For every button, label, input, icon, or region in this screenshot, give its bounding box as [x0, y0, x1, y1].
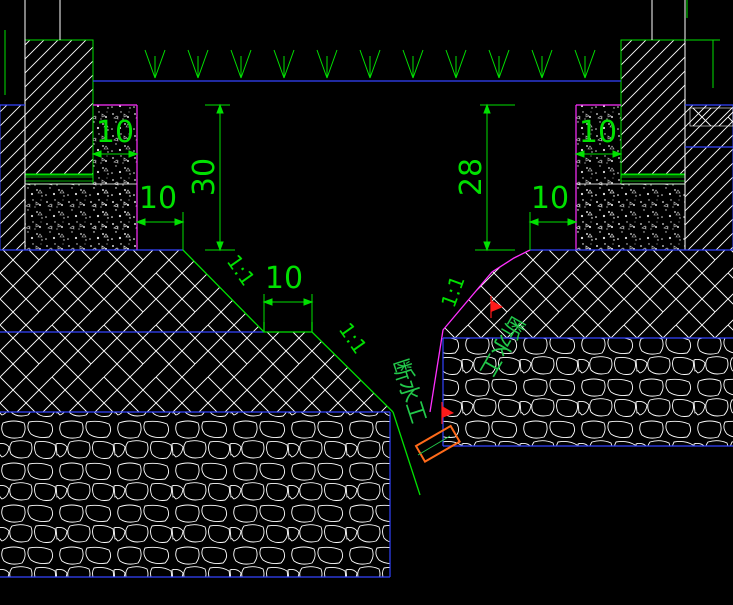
dim-left-offset: 10 — [139, 181, 177, 216]
grass-symbol — [531, 49, 553, 79]
grass-symbol — [488, 49, 510, 79]
boundary-lines — [0, 80, 733, 578]
grass-symbol — [316, 49, 338, 79]
grass-symbol — [144, 49, 166, 79]
dim-left-wall: 10 — [96, 115, 134, 150]
slope-label-left-upper: 1:1 — [222, 250, 260, 290]
dim-right-wall: 10 — [579, 115, 617, 150]
red-flag-icon — [490, 296, 503, 318]
note-left-slope: 断水工 — [386, 356, 430, 427]
highlight-box — [414, 424, 462, 463]
grass-symbol — [402, 49, 424, 79]
channel-profile — [182, 249, 531, 496]
dimension-lines — [91, 39, 720, 325]
red-flag-icon — [441, 402, 454, 424]
grass-symbol — [187, 49, 209, 79]
grass-symbol — [230, 49, 252, 79]
herringbone-soil — [0, 250, 733, 412]
gravel-right — [443, 338, 733, 446]
right-wall — [575, 0, 733, 251]
grass-symbol — [273, 49, 295, 79]
grass-symbol — [445, 49, 467, 79]
grass-symbol — [574, 49, 596, 79]
slope-label-left-lower: 1:1 — [334, 318, 372, 358]
grass-symbols — [144, 49, 596, 79]
dim-right-offset: 10 — [531, 181, 569, 216]
dim-right-depth: 28 — [454, 158, 489, 196]
dim-left-depth: 30 — [187, 158, 222, 196]
dim-bottom-width: 10 — [265, 261, 303, 296]
gravel-left — [0, 412, 390, 577]
left-wall — [0, 0, 138, 251]
grass-symbol — [359, 49, 381, 79]
